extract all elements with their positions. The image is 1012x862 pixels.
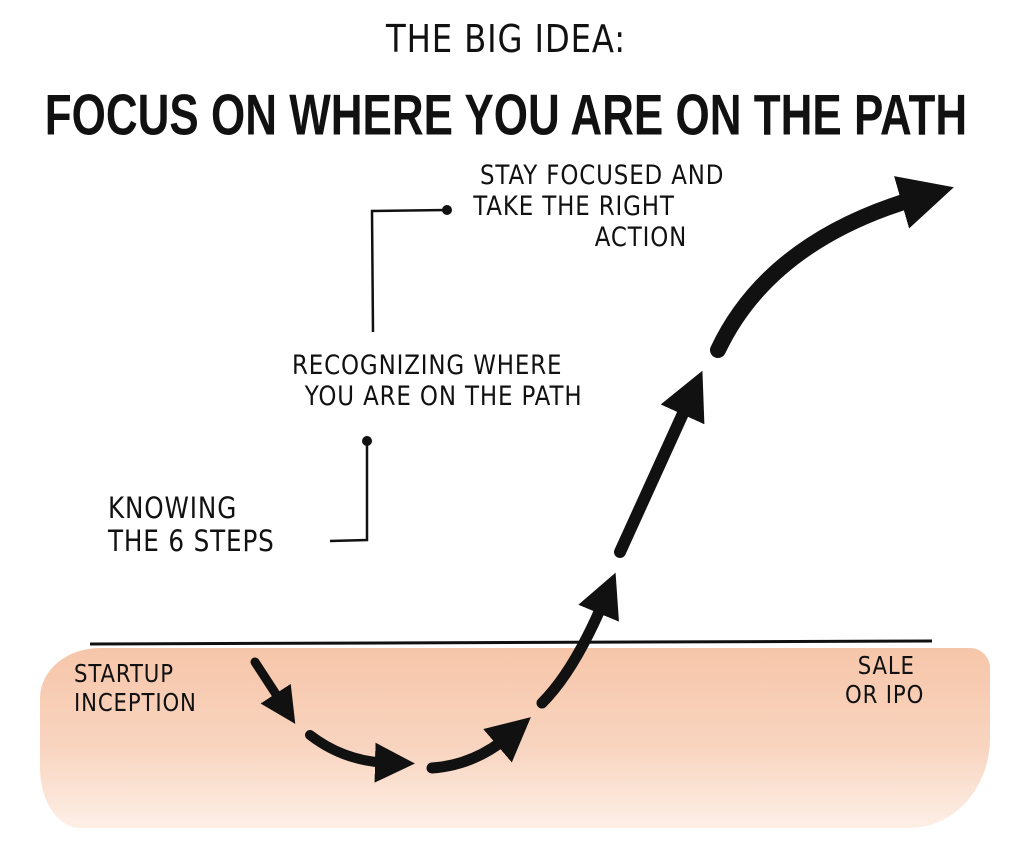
label-line: or IPO <box>845 679 925 709</box>
label-line: inception <box>74 687 197 717</box>
label-line: Stay focused and <box>480 160 725 191</box>
label-line: action <box>594 222 688 254</box>
arrow-segment-6 <box>710 176 954 358</box>
label-line: the 6 steps <box>108 524 275 559</box>
arrow-segment-5 <box>614 370 705 558</box>
leader-dot-bottom <box>362 436 372 446</box>
arrow-segment-4 <box>536 572 619 709</box>
baseline <box>89 639 933 646</box>
arrow-segment-2 <box>305 730 415 783</box>
label-line: Sale <box>857 651 915 680</box>
label-stay-focused: Stay focused and take the right action <box>473 160 725 254</box>
label-line: Recognizing where <box>292 350 563 381</box>
arrow-segment-1 <box>250 657 296 724</box>
label-line: you are on the path <box>304 381 583 413</box>
subtitle: The Big Idea: <box>386 17 626 61</box>
label-startup-inception: Startup inception <box>74 659 197 718</box>
arrow-segment-3 <box>426 717 531 774</box>
label-sale-ipo: Sale or IPO <box>845 651 925 710</box>
title: Focus on where you are on the path <box>44 84 968 148</box>
label-recognizing: Recognizing where you are on the path <box>292 350 582 412</box>
label-line: take the right <box>473 191 675 223</box>
leader-line-bottom <box>329 441 369 543</box>
leader-line-top <box>370 208 448 333</box>
label-line: Startup <box>74 659 174 688</box>
label-knowing: Knowing the 6 steps <box>108 491 275 559</box>
leader-dot-top <box>442 205 452 215</box>
label-line: Knowing <box>108 491 238 525</box>
